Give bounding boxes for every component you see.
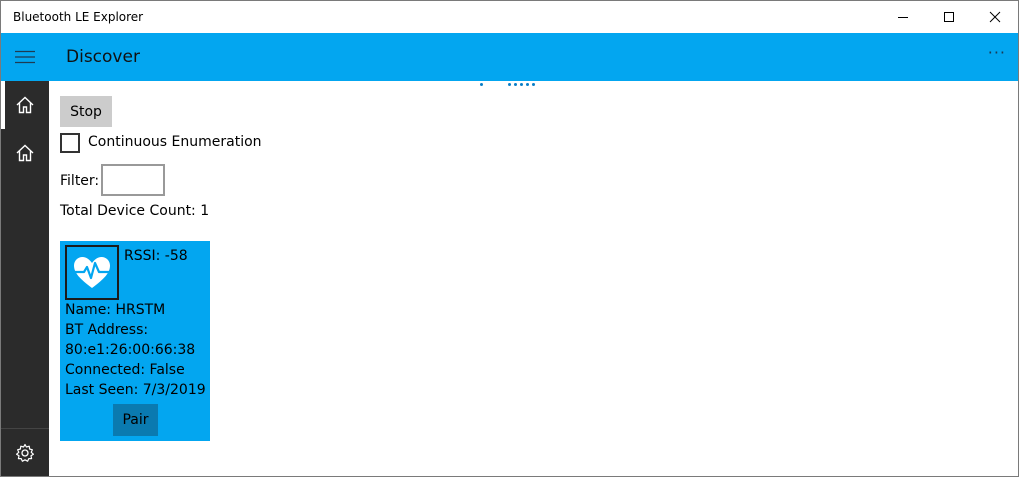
minimize-icon <box>898 17 908 18</box>
nav-divider <box>1 428 49 429</box>
maximize-button[interactable] <box>926 1 972 33</box>
nav-item-home-selected[interactable] <box>1 81 49 129</box>
close-button[interactable] <box>972 1 1018 33</box>
page-title: Discover <box>66 47 140 67</box>
heart-rate-icon <box>72 256 112 288</box>
nav-pane <box>1 81 49 476</box>
progress-dot <box>514 83 517 86</box>
app-header: Discover ··· <box>1 33 1018 81</box>
close-icon <box>989 11 1001 23</box>
hamburger-icon <box>15 50 35 64</box>
continuous-enumeration-checkbox[interactable] <box>60 133 80 153</box>
title-bar: Bluetooth LE Explorer <box>1 1 1018 33</box>
progress-dot <box>526 83 529 86</box>
nav-item-settings[interactable] <box>1 429 49 476</box>
gear-icon <box>16 443 34 462</box>
hamburger-button[interactable] <box>1 33 49 81</box>
device-count-label: Total Device Count: 1 <box>60 203 210 219</box>
minimize-button[interactable] <box>880 1 926 33</box>
pair-button[interactable]: Pair <box>113 404 158 436</box>
rssi-value: RSSI: -58 <box>124 248 188 264</box>
filter-label: Filter: <box>60 173 100 189</box>
device-card[interactable]: RSSI: -58 Name: HRSTM BT Address: 80:e1:… <box>60 241 210 441</box>
device-address: 80:e1:26:00:66:38 <box>65 342 196 358</box>
window-title: Bluetooth LE Explorer <box>13 10 144 24</box>
stop-button[interactable]: Stop <box>60 96 112 127</box>
progress-dot <box>532 83 535 86</box>
filter-input[interactable] <box>101 164 165 196</box>
main-content: Stop Continuous Enumeration Filter: Tota… <box>49 81 1018 476</box>
home-icon <box>16 96 34 114</box>
device-connected: Connected: False <box>65 362 185 378</box>
progress-dot <box>520 83 523 86</box>
more-options-button[interactable]: ··· <box>987 43 1006 62</box>
progress-dot <box>480 83 483 86</box>
device-last-seen: Last Seen: 7/3/2019 1 <box>65 382 210 398</box>
device-icon-frame <box>65 245 119 300</box>
nav-item-home[interactable] <box>1 129 49 177</box>
continuous-enumeration-label: Continuous Enumeration <box>88 134 262 150</box>
progress-dot <box>508 83 511 86</box>
device-address-label: BT Address: <box>65 322 149 338</box>
device-name: Name: HRSTM <box>65 302 166 318</box>
maximize-icon <box>944 12 954 22</box>
home-icon <box>16 144 34 162</box>
